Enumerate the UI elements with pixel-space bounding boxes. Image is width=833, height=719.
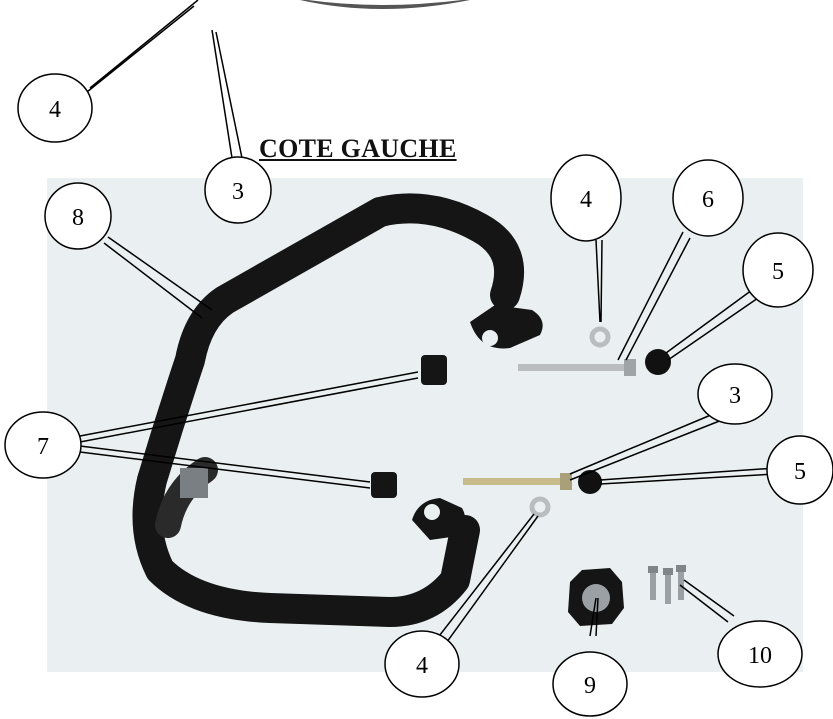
- crash-bar-tab-upper: [470, 305, 543, 349]
- callout-labels: 4 3 8 4 6 5 3 7 5 4 9 10: [37, 97, 806, 699]
- callout-label-3-top: 3: [232, 179, 244, 205]
- cap-upper: [645, 349, 671, 375]
- washer-upper: [589, 326, 611, 348]
- callout-label-8: 8: [72, 205, 84, 231]
- cropped-part-top: [300, 0, 470, 9]
- screws-small: [648, 565, 686, 604]
- washer-lower: [529, 496, 551, 518]
- spacer-lower: [371, 472, 397, 498]
- crash-bar-tube: [132, 193, 525, 627]
- bolt-long: [518, 359, 636, 376]
- crash-bar-tab-lower: [412, 498, 466, 540]
- callout-label-4-top: 4: [49, 97, 61, 123]
- callout-label-9: 9: [584, 673, 596, 699]
- callout-4-top: [17, 73, 93, 143]
- callout-label-7: 7: [37, 434, 49, 460]
- callout-10: [717, 620, 803, 688]
- page-title: COTE GAUCHE: [259, 134, 457, 163]
- callout-5-top: [742, 232, 814, 308]
- callout-label-5-top: 5: [772, 259, 784, 285]
- callout-label-6: 6: [702, 187, 714, 213]
- callout-label-3-mid: 3: [729, 383, 741, 409]
- leader-lines: [79, 0, 777, 647]
- callout-6: [672, 159, 744, 237]
- callout-4-bottom: [384, 630, 460, 698]
- callout-4-right: [550, 154, 622, 242]
- callout-label-10: 10: [748, 643, 772, 669]
- callout-label-5-mid: 5: [794, 459, 806, 485]
- callout-5-mid: [766, 435, 833, 505]
- bolt-short: [463, 473, 572, 490]
- clamp-ring: [568, 568, 624, 626]
- callout-3-top: [204, 156, 272, 224]
- callout-label-4-bottom: 4: [416, 653, 428, 679]
- spacer-upper: [421, 355, 447, 385]
- cap-lower: [578, 470, 602, 494]
- callout-8: [44, 182, 112, 250]
- callout-9: [552, 651, 628, 717]
- callout-label-4-right: 4: [580, 187, 592, 213]
- callout-7: [4, 411, 82, 479]
- callout-3-mid: [697, 363, 773, 425]
- callout-bubbles: [4, 73, 833, 717]
